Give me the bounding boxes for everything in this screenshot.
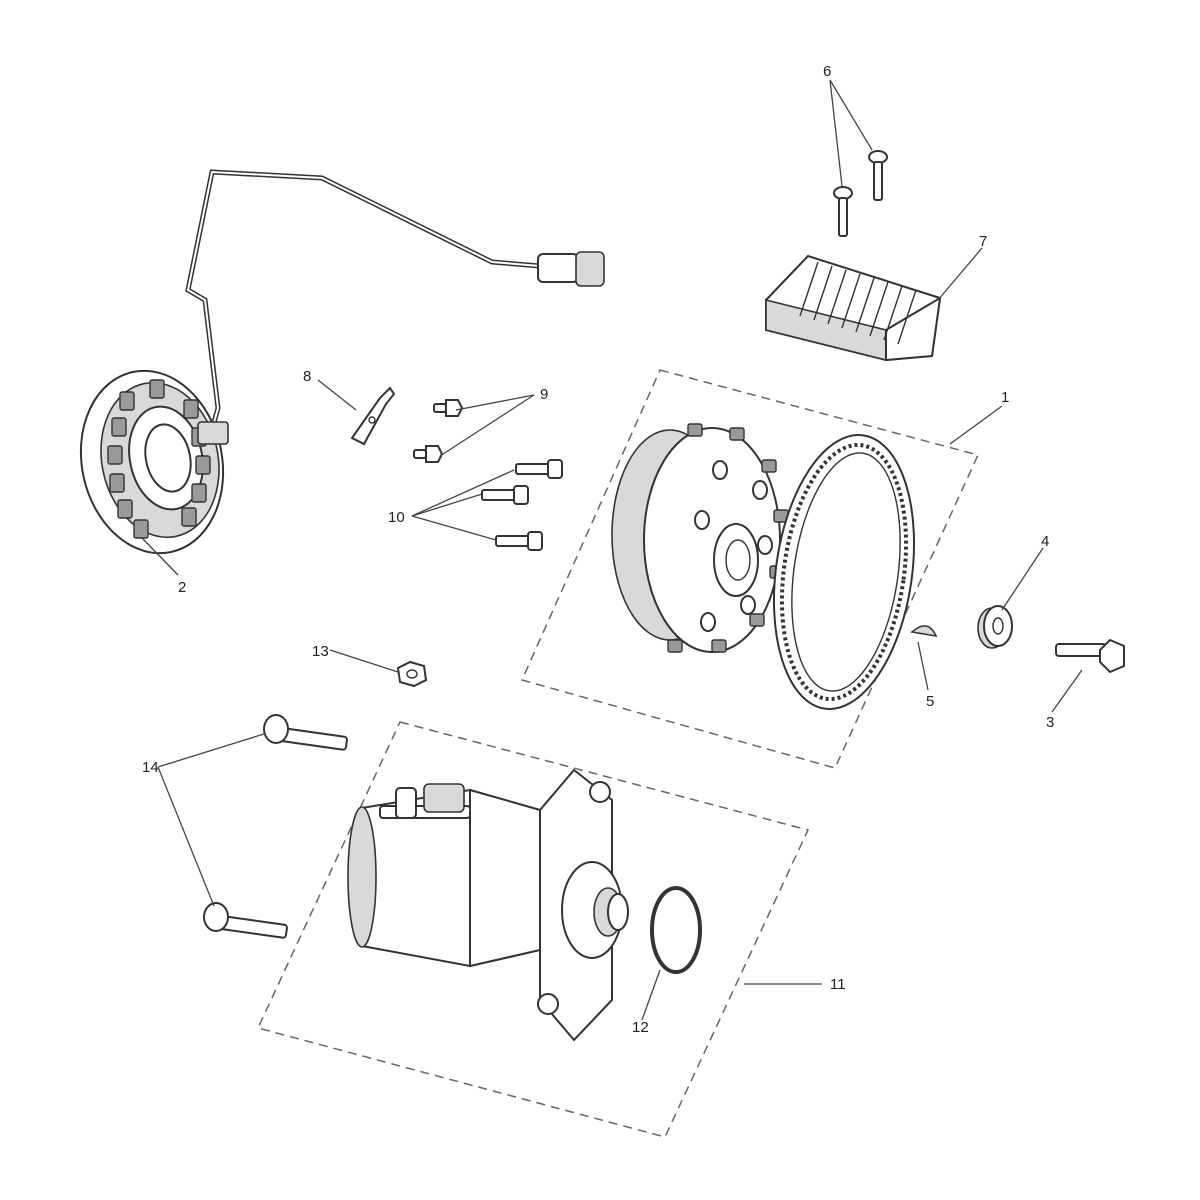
callout-12: 12 [632,1019,649,1036]
pinion-gear [593,887,629,937]
stator-bolts [481,459,563,551]
starter-motor [347,768,629,1042]
rotor-assembly-group-outline [520,369,980,769]
callout-7: 7 [979,233,987,250]
callout-8: 8 [303,368,311,385]
callout-10: 10 [388,509,405,526]
leader-lines [141,79,1083,1021]
woodruff-key [910,625,938,638]
starter-bolts [203,714,348,939]
nut [396,660,428,688]
regulator-rectifier [765,254,942,362]
callout-2: 2 [178,579,186,596]
regulator-bolts [833,150,888,237]
callout-4: 4 [1041,533,1049,550]
callout-14: 14 [142,759,159,776]
washer [977,605,1013,649]
harness-clip [350,386,396,446]
callout-5: 5 [926,693,934,710]
callout-6: 6 [823,63,831,80]
rotor-bolt [1055,638,1125,674]
stator [79,169,605,555]
callout-11: 11 [830,976,846,993]
o-ring [650,886,702,974]
clip-bolts [413,399,464,463]
callout-3: 3 [1046,714,1054,731]
starter-assembly-group-outline [256,721,810,1138]
callout-13: 13 [312,643,329,660]
callout-labels: 1 2 3 4 5 6 7 8 9 10 11 12 13 14 [142,63,1054,1036]
callout-1: 1 [1001,389,1009,406]
rotor-assembly [611,423,916,710]
callout-9: 9 [540,386,548,403]
